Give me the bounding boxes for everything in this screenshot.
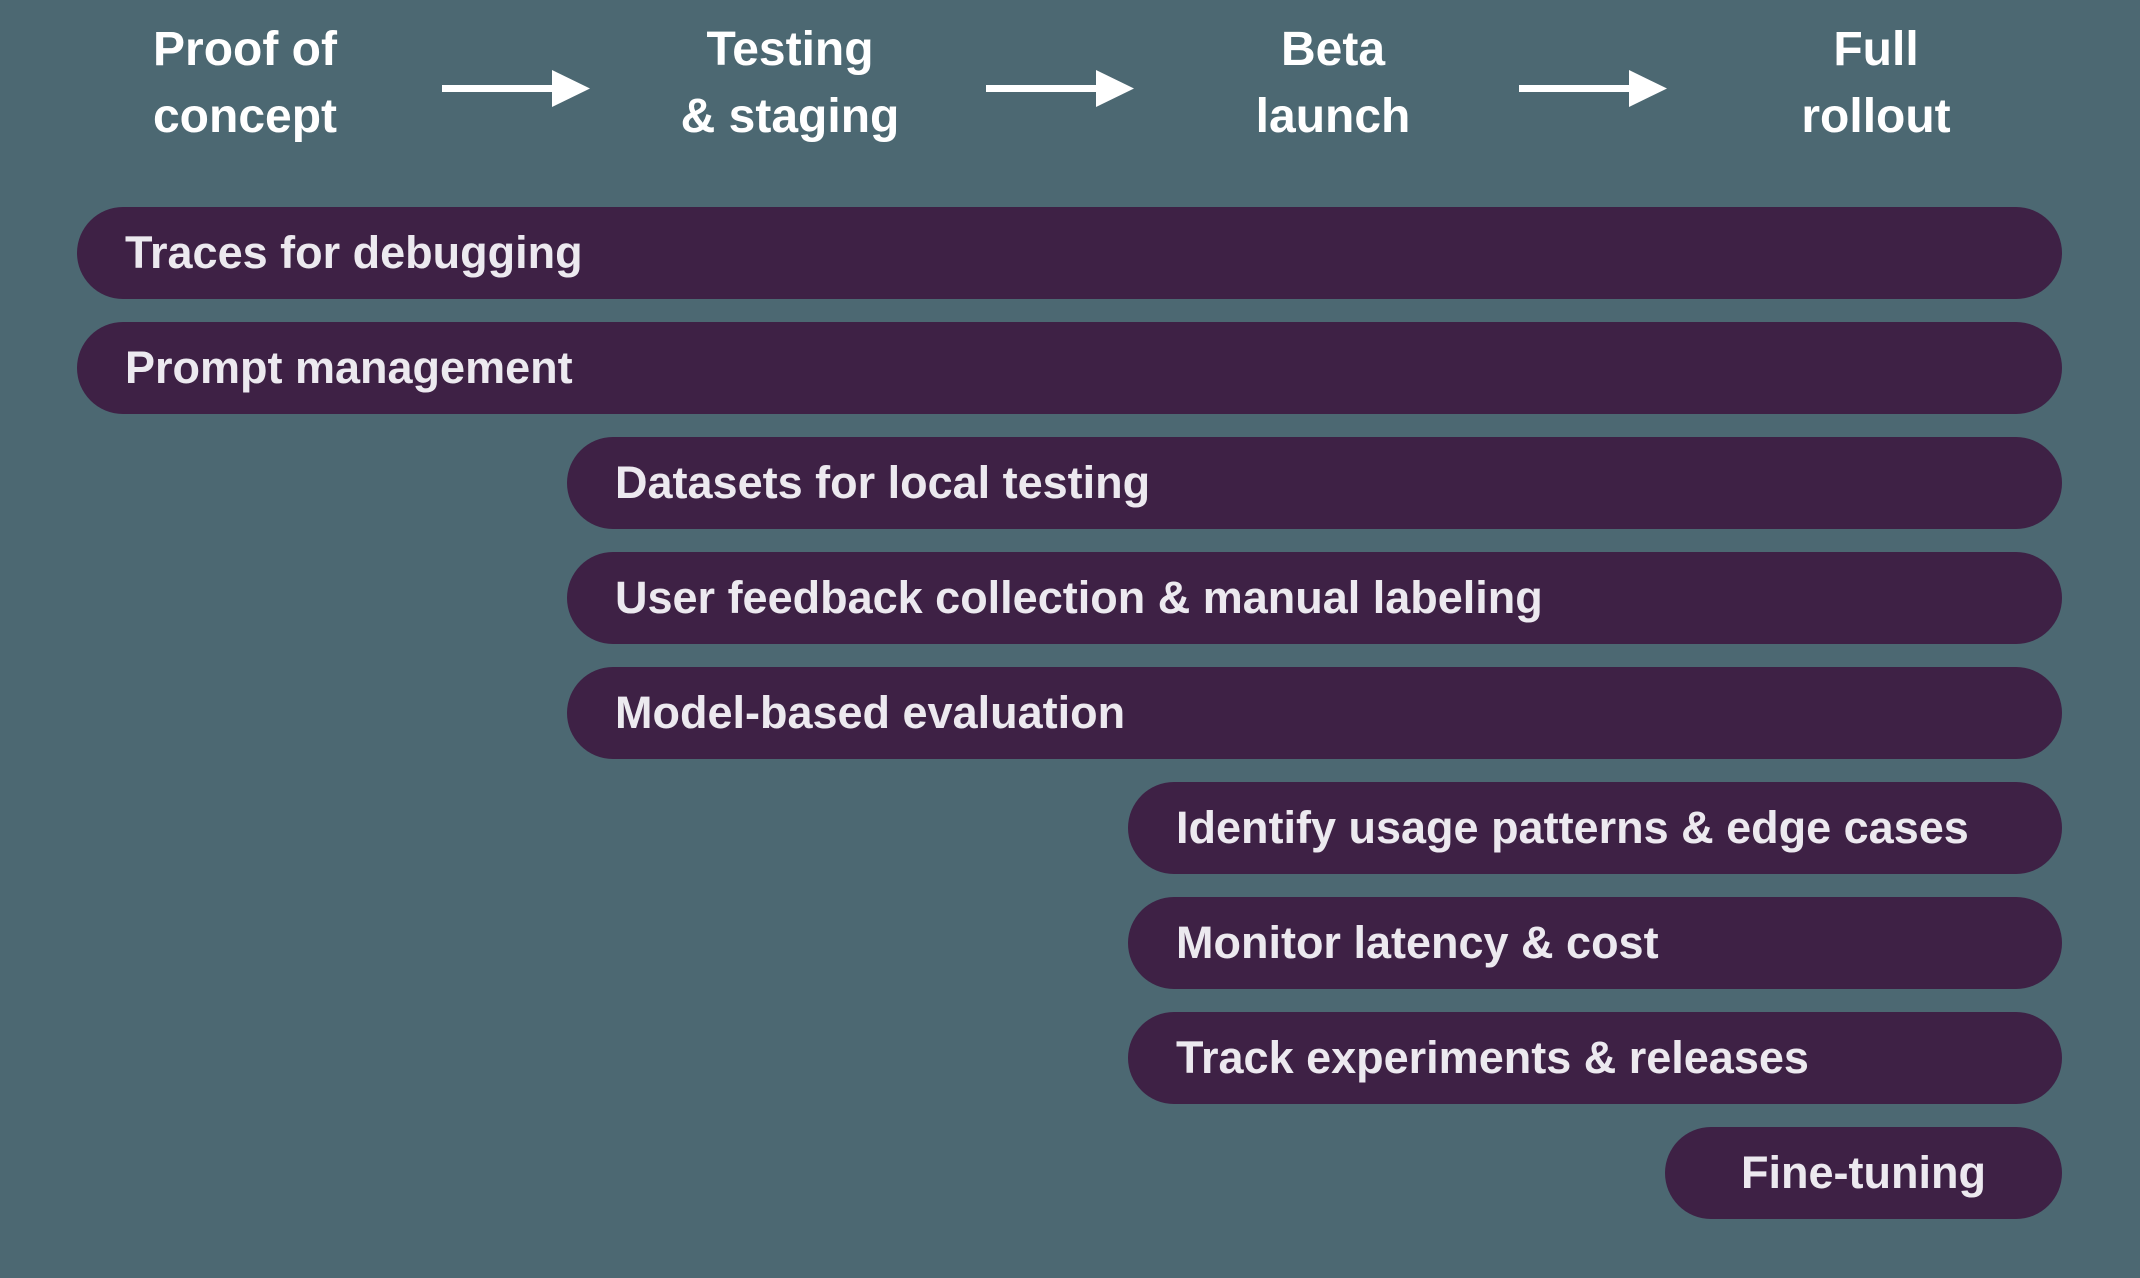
- right-arrow-icon: [442, 70, 590, 107]
- bar-prompt-management: Prompt management: [77, 322, 2062, 414]
- bar-label: Prompt management: [125, 342, 573, 393]
- stage-label-beta-launch: Beta launch: [1256, 16, 1411, 150]
- stage-label-line2: rollout: [1801, 90, 1951, 143]
- bar-identify-usage-patterns: Identify usage patterns & edge cases: [1128, 782, 2062, 874]
- bar-label: Datasets for local testing: [615, 457, 1151, 508]
- bar-label: Monitor latency & cost: [1176, 917, 1659, 968]
- stage-label-line1: Full: [1833, 23, 1919, 76]
- stage-label-line2: launch: [1255, 90, 1411, 143]
- stage-label-line1: Beta: [1280, 23, 1386, 76]
- bar-label: User feedback collection & manual labeli…: [615, 572, 1543, 623]
- bar-fine-tuning: Fine-tuning: [1665, 1127, 2062, 1219]
- bar-track-experiments-releases: Track experiments & releases: [1128, 1012, 2062, 1104]
- bar-label: Fine-tuning: [1741, 1147, 1986, 1198]
- bar-label: Identify usage patterns & edge cases: [1176, 802, 1969, 853]
- stage-label-line1: Proof of: [153, 23, 337, 76]
- stage-label-full-rollout: Full rollout: [1801, 16, 1950, 150]
- stage-label-proof-of-concept: Proof of concept: [153, 16, 337, 150]
- stage-label-testing-staging: Testing & staging: [681, 16, 900, 150]
- bar-label: Traces for debugging: [125, 227, 583, 278]
- bar-user-feedback-collection: User feedback collection & manual labeli…: [567, 552, 2062, 644]
- bar-label: Model-based evaluation: [615, 687, 1126, 738]
- bar-monitor-latency-cost: Monitor latency & cost: [1128, 897, 2062, 989]
- bar-model-based-evaluation: Model-based evaluation: [567, 667, 2062, 759]
- stage-label-line2: & staging: [680, 90, 900, 143]
- stage-label-line1: Testing: [706, 23, 874, 76]
- right-arrow-icon: [1519, 70, 1667, 107]
- stage-label-line2: concept: [152, 90, 338, 143]
- bar-traces-for-debugging: Traces for debugging: [77, 207, 2062, 299]
- bar-label: Track experiments & releases: [1176, 1032, 1809, 1083]
- bar-datasets-for-local-testing: Datasets for local testing: [567, 437, 2062, 529]
- right-arrow-icon: [986, 70, 1134, 107]
